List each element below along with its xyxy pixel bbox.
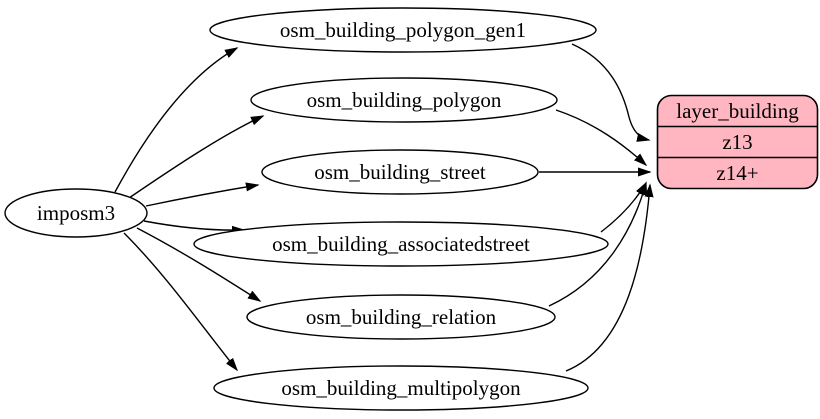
- edge-imposm3-to-multipolygon: [123, 232, 237, 370]
- edge-associatedstreet-to-z14plus: [600, 183, 646, 233]
- edge-imposm3-to-relation: [136, 227, 260, 301]
- layer-building-title: layer_building: [676, 99, 799, 123]
- layer-building-row-z13: z13: [722, 130, 752, 154]
- associatedstreet-ellipse: [193, 221, 609, 267]
- layer-building-box: [656, 94, 819, 190]
- relation-label: osm_building_relation: [306, 305, 497, 329]
- edges-to-layer-building: [539, 43, 650, 372]
- edge-multipolygon-to-z14plus: [565, 185, 650, 372]
- street-ellipse: [261, 149, 539, 195]
- edges-from-imposm3: [114, 48, 263, 370]
- node-imposm3: imposm3: [4, 188, 148, 238]
- multipolygon-label: osm_building_multipolygon: [281, 376, 521, 400]
- node-osm-building-multipolygon: osm_building_multipolygon: [213, 365, 589, 411]
- polygon-label: osm_building_polygon: [307, 88, 502, 112]
- street-label: osm_building_street: [314, 160, 486, 184]
- associatedstreet-label: osm_building_associatedstreet: [272, 232, 530, 256]
- relation-ellipse: [246, 294, 556, 340]
- edge-polygon-gen1-to-z13: [571, 43, 649, 140]
- polygon-gen1-ellipse: [209, 7, 597, 53]
- edge-imposm3-to-street: [145, 185, 258, 207]
- polygon-gen1-label: osm_building_polygon_gen1: [280, 18, 526, 42]
- layer-building-row-z14plus: z14+: [716, 161, 758, 185]
- edge-imposm3-to-polygon-gen1: [114, 48, 237, 193]
- node-osm-building-street: osm_building_street: [261, 149, 539, 195]
- imposm3-label: imposm3: [37, 201, 115, 225]
- imposm3-ellipse: [4, 188, 148, 238]
- node-osm-building-polygon: osm_building_polygon: [250, 77, 558, 123]
- edge-imposm3-to-associatedstreet: [143, 220, 244, 230]
- node-layer-building: layer_building z13 z14+: [656, 94, 819, 190]
- polygon-ellipse: [250, 77, 558, 123]
- node-osm-building-polygon-gen1: osm_building_polygon_gen1: [209, 7, 597, 53]
- edge-relation-to-z14plus: [548, 183, 646, 307]
- edge-imposm3-to-polygon: [128, 116, 263, 199]
- node-osm-building-associatedstreet: osm_building_associatedstreet: [193, 221, 609, 267]
- node-osm-building-relation: osm_building_relation: [246, 294, 556, 340]
- multipolygon-ellipse: [213, 365, 589, 411]
- edge-polygon-to-z14plus: [555, 109, 646, 165]
